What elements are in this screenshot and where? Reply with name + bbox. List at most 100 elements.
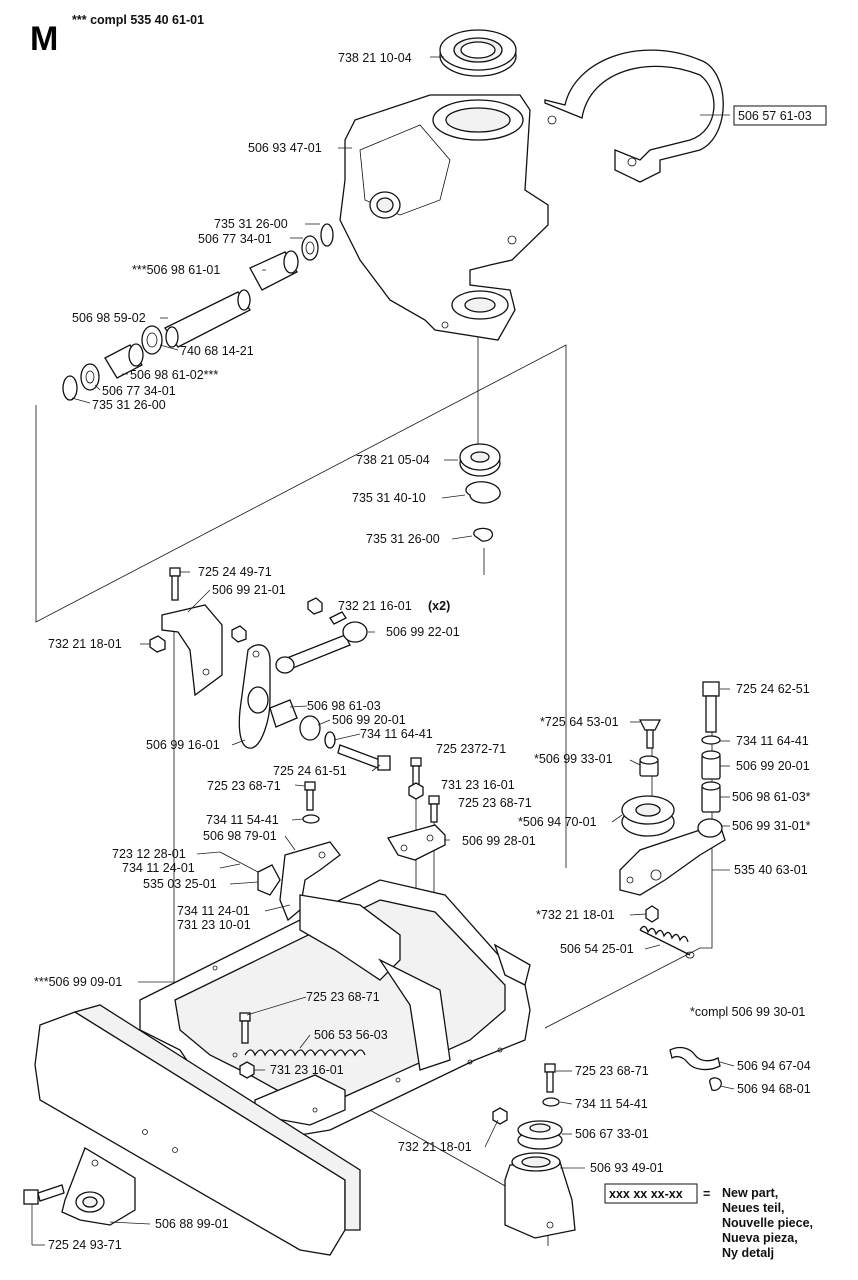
pulley-506947001 bbox=[621, 795, 675, 837]
label-506985902: 506 98 59-02 bbox=[72, 311, 146, 325]
legend: xxx xx xx-xx = New part, Neues teil, Nou… bbox=[604, 1183, 813, 1260]
label-506992101: 506 99 21-01 bbox=[212, 583, 286, 597]
label-x2: (x2) bbox=[428, 599, 450, 613]
large-circlip bbox=[465, 481, 501, 504]
bolt-725236871d bbox=[544, 1063, 556, 1093]
label-506992801: 506 99 28-01 bbox=[462, 834, 536, 848]
bracket-506992101 bbox=[161, 604, 223, 697]
label-506934701: 506 93 47-01 bbox=[248, 141, 322, 155]
nut-732211601 bbox=[231, 597, 323, 643]
label-725645301: *725 64 53-01 bbox=[540, 715, 619, 729]
label-506576103: 506 57 61-03 bbox=[738, 109, 812, 123]
lower-bearing bbox=[459, 443, 501, 477]
label-732211801-a: 732 21 18-01 bbox=[48, 637, 122, 651]
label-731231001: 731 23 10-01 bbox=[177, 918, 251, 932]
spacer-ring bbox=[141, 325, 163, 355]
chassis-frame bbox=[139, 879, 531, 1136]
bolt-725237271 bbox=[410, 757, 422, 787]
label-725236871-d: 725 23 68-71 bbox=[575, 1064, 649, 1078]
bolt-725236871b bbox=[428, 795, 440, 823]
label-732211801-c: 732 21 18-01 bbox=[398, 1140, 472, 1154]
label-506773401-a: 506 77 34-01 bbox=[198, 232, 272, 246]
label-734115441-b: 734 11 54-41 bbox=[575, 1097, 648, 1111]
label-732211601-a: 732 21 16-01 bbox=[338, 599, 412, 613]
label-734116441-b: 734 11 64-41 bbox=[736, 734, 809, 748]
bolt-725236871a bbox=[304, 781, 316, 811]
label-506773401-b: 506 77 34-01 bbox=[102, 384, 176, 398]
label-506991601: 506 99 16-01 bbox=[146, 738, 220, 752]
switch-535032501 bbox=[219, 851, 281, 896]
washer-734115441a bbox=[302, 814, 320, 824]
label-506992201: 506 99 22-01 bbox=[386, 625, 460, 639]
label-725246151: 725 24 61-51 bbox=[273, 764, 347, 778]
label-735314010: 735 31 40-10 bbox=[352, 491, 426, 505]
label-732211801-b: *732 21 18-01 bbox=[536, 908, 615, 922]
washer-734115441b bbox=[542, 1097, 560, 1107]
bolt-725249371 bbox=[23, 1184, 65, 1205]
label-725236871-c: 725 23 68-71 bbox=[306, 990, 380, 1004]
label-725244971: 725 24 49-71 bbox=[198, 565, 272, 579]
bolt-725236871c bbox=[239, 1012, 251, 1044]
label-506993101: 506 99 31-01* bbox=[732, 819, 811, 833]
bushing-lower bbox=[104, 343, 144, 379]
washer-upper bbox=[301, 235, 319, 261]
nut-732211801b bbox=[645, 905, 659, 923]
spring-506542501 bbox=[639, 925, 695, 959]
bolt-725645301 bbox=[638, 719, 662, 749]
label-725246251: 725 24 62-51 bbox=[736, 682, 810, 696]
legend-line-2: Neues teil, bbox=[722, 1201, 785, 1215]
top-bearing bbox=[439, 29, 517, 77]
reservoir-506934901 bbox=[504, 1152, 576, 1239]
label-506889901: 506 88 99-01 bbox=[155, 1217, 229, 1231]
label-506946801: 506 94 68-01 bbox=[737, 1082, 811, 1096]
nut-731231601b bbox=[239, 1061, 255, 1079]
circlip-upper bbox=[320, 223, 334, 247]
bushing-506986103 bbox=[269, 699, 298, 728]
label-734115441-a: 734 11 54-41 bbox=[206, 813, 279, 827]
legend-line-1: New part, bbox=[722, 1186, 778, 1200]
label-725236871-b: 725 23 68-71 bbox=[458, 796, 532, 810]
label-compl-506993001: *compl 506 99 30-01 bbox=[690, 1005, 805, 1019]
label-734116441-a: 734 11 64-41 bbox=[360, 727, 433, 741]
shaft bbox=[164, 289, 251, 348]
hose-506946704 bbox=[669, 1046, 721, 1071]
label-506986103-b: 506 98 61-03* bbox=[732, 790, 811, 804]
label-738211004: 738 21 10-04 bbox=[338, 51, 412, 65]
bolt-725246151 bbox=[337, 744, 391, 771]
label-506992001-a: 506 99 20-01 bbox=[332, 713, 406, 727]
label-725236871-a: 725 23 68-71 bbox=[207, 779, 281, 793]
spacer-506992001b bbox=[701, 750, 721, 780]
washer-734116441a bbox=[324, 731, 336, 749]
label-734112401-b: 734 11 24-01 bbox=[177, 904, 250, 918]
leader-lines bbox=[31, 56, 735, 1246]
label-506986101: ***506 98 61-01 bbox=[132, 263, 220, 277]
label-506990901: ***506 99 09-01 bbox=[34, 975, 122, 989]
mounting-band bbox=[544, 49, 724, 183]
label-506993301: *506 99 33-01 bbox=[534, 752, 613, 766]
spacer-506992001 bbox=[299, 715, 321, 741]
front-bumper bbox=[34, 1004, 361, 1256]
spring-506535603 bbox=[244, 1049, 366, 1057]
label-box-506576103 bbox=[733, 105, 827, 126]
label-506542501: 506 54 25-01 bbox=[560, 942, 634, 956]
bushing-upper bbox=[249, 250, 299, 291]
label-535032501: 535 03 25-01 bbox=[143, 877, 217, 891]
bracket-506992801 bbox=[387, 824, 446, 861]
bushing-506986103b bbox=[701, 781, 721, 813]
assembly-frame-left bbox=[35, 344, 567, 868]
label-740681421: 740 68 14-21 bbox=[180, 344, 254, 358]
arm-506993101 bbox=[619, 818, 726, 896]
label-506946704: 506 94 67-04 bbox=[737, 1059, 811, 1073]
label-506987901: 506 98 79-01 bbox=[203, 829, 277, 843]
tie-rod-506992201 bbox=[275, 611, 368, 674]
label-731231601-b: 731 23 16-01 bbox=[270, 1063, 344, 1077]
label-506992001-b: 506 99 20-01 bbox=[736, 759, 810, 773]
label-735312600-c: 735 31 26-00 bbox=[366, 532, 440, 546]
legend-line-5: Ny detalj bbox=[722, 1246, 774, 1260]
label-506947001: *506 94 70-01 bbox=[518, 815, 597, 829]
label-506934901: 506 93 49-01 bbox=[590, 1161, 664, 1175]
label-735312600-a: 735 31 26-00 bbox=[214, 217, 288, 231]
compl-label: *** compl 535 40 61-01 bbox=[72, 13, 204, 27]
label-738210504: 738 21 05-04 bbox=[356, 453, 430, 467]
